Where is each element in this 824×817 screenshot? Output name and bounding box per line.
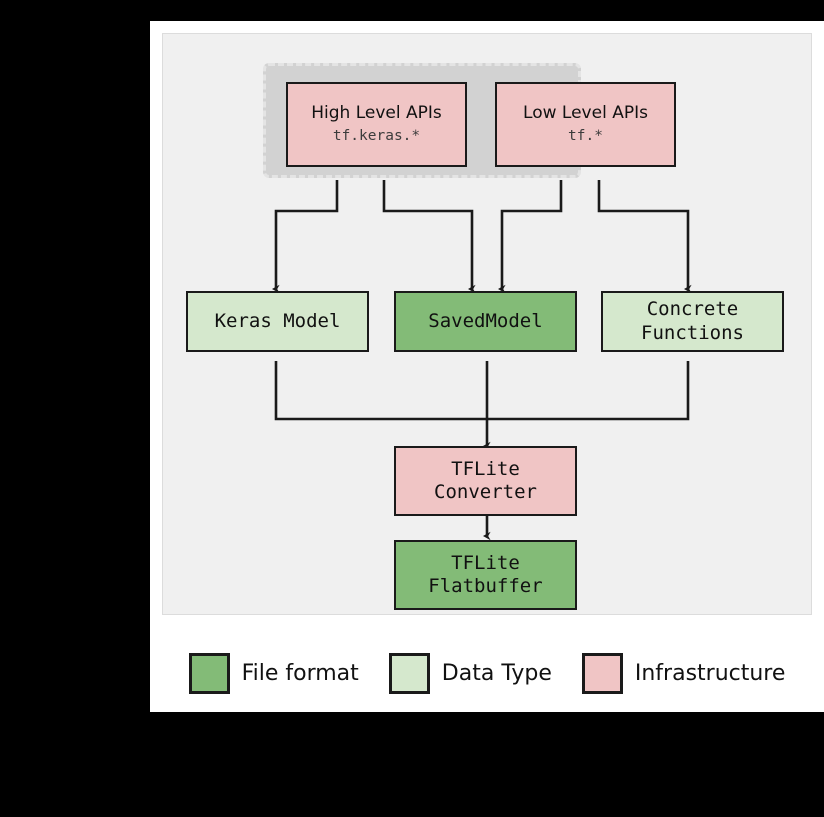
node-label: Keras Model	[214, 309, 341, 332]
node-label-line2: Flatbuffer	[428, 575, 543, 597]
legend-swatch-infrastructure	[581, 652, 623, 694]
legend-item-data-type: Data Type	[388, 652, 552, 694]
node-high-level-apis[interactable]: High Level APIs tf.keras.*	[286, 82, 467, 167]
node-tflite-flatbuffer[interactable]: TFLite Flatbuffer	[394, 540, 577, 610]
node-label-line2: Functions	[641, 321, 744, 344]
edge-highlevel-to-keras	[271, 180, 339, 294]
diagram-panel: High Level APIs tf.keras.* Low Level API…	[162, 33, 812, 615]
edge-concrete-to-bus	[487, 361, 690, 421]
legend-swatch-data-type	[388, 652, 430, 694]
node-subtitle: tf.*	[568, 128, 603, 145]
node-label-line1: Concrete	[646, 298, 739, 321]
edge-keras-to-bus	[274, 361, 487, 421]
node-keras-model[interactable]: Keras Model	[186, 291, 369, 352]
node-title: High Level APIs	[311, 103, 442, 124]
node-concrete-functions[interactable]: Concrete Functions	[601, 291, 784, 352]
legend: File format Data Type Infrastructure	[162, 637, 812, 709]
diagram-card: High Level APIs tf.keras.* Low Level API…	[150, 21, 824, 712]
node-tflite-converter[interactable]: TFLite Converter	[394, 446, 577, 516]
legend-item-infrastructure: Infrastructure	[581, 652, 786, 694]
legend-label: File format	[241, 660, 359, 686]
connector-layer	[271, 180, 692, 541]
node-low-level-apis[interactable]: Low Level APIs tf.*	[495, 82, 676, 167]
legend-label: Data Type	[441, 660, 552, 686]
legend-item-file-format: File format	[188, 652, 359, 694]
node-label-line1: TFLite	[451, 457, 520, 480]
node-label-line2: Converter	[434, 481, 537, 503]
node-label-line1: TFLite	[451, 551, 520, 574]
edge-lowlevel-to-concrete	[597, 180, 692, 294]
node-saved-model[interactable]: SavedModel	[394, 291, 577, 352]
legend-swatch-file-format	[188, 652, 230, 694]
edge-highlevel-to-savedmodel	[382, 180, 476, 294]
node-title: Low Level APIs	[523, 103, 648, 124]
legend-label: Infrastructure	[634, 660, 786, 686]
node-subtitle: tf.keras.*	[332, 128, 421, 145]
node-label: SavedModel	[428, 309, 543, 332]
edge-lowlevel-to-savedmodel	[497, 180, 563, 294]
